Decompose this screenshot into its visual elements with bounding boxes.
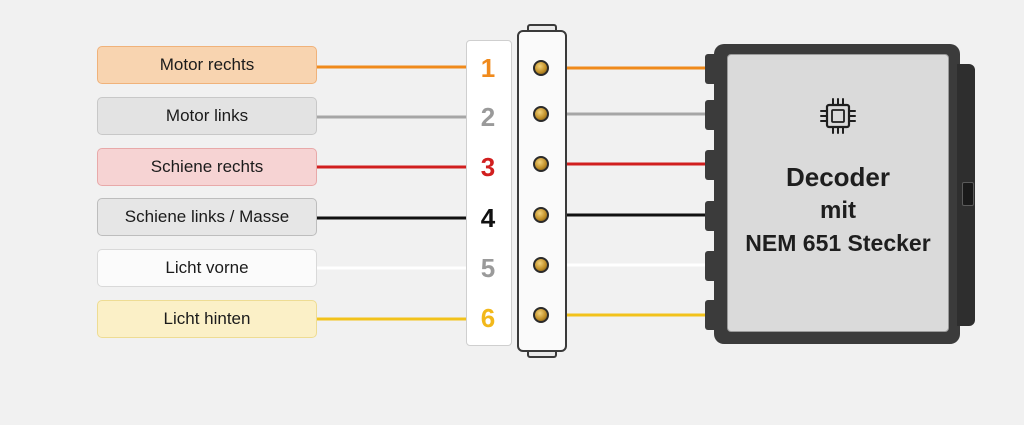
pin-label-text-3: Schiene rechts xyxy=(150,157,264,176)
decoder-side-notch xyxy=(962,182,974,206)
decoder-contact-4 xyxy=(705,201,717,231)
decoder-contact-5 xyxy=(705,251,717,281)
pin-label-3: Schiene rechts xyxy=(97,148,317,186)
connector-pin-4 xyxy=(533,207,549,223)
connector-pin-6 xyxy=(533,307,549,323)
decoder-title-line3: NEM 651 Stecker xyxy=(745,230,931,256)
decoder-contact-6 xyxy=(705,300,717,330)
pin-label-text-4: Schiene links / Masse xyxy=(124,207,290,226)
pin-number-4: 4 xyxy=(480,202,496,233)
decoder-contact-1 xyxy=(705,54,717,84)
pin-label-4: Schiene links / Masse xyxy=(97,198,317,236)
pin-label-text-6: Licht hinten xyxy=(163,309,251,328)
decoder-title-line1: Decoder xyxy=(785,162,891,192)
pin-label-text-5: Licht vorne xyxy=(165,258,249,277)
chip-icon xyxy=(820,98,856,134)
nem651-connector xyxy=(517,30,567,352)
pin-number-6: 6 xyxy=(480,302,496,333)
pin-number-1: 1 xyxy=(480,52,496,83)
pin-label-5: Licht vorne xyxy=(97,249,317,287)
pin-number-2: 2 xyxy=(480,101,496,132)
pin-label-text-1: Motor rechts xyxy=(159,55,255,74)
pin-label-1: Motor rechts xyxy=(97,46,317,84)
connector-pin-2 xyxy=(533,106,549,122)
pin-label-2: Motor links xyxy=(97,97,317,135)
connector-pin-5 xyxy=(533,257,549,273)
decoder-title-line2: mit xyxy=(820,197,856,224)
connector-pin-1 xyxy=(533,60,549,76)
decoder-contact-2 xyxy=(705,100,717,130)
decoder-contact-3 xyxy=(705,150,717,180)
pin-number-5: 5 xyxy=(480,252,496,283)
pin-number-3: 3 xyxy=(480,151,496,182)
connector-pin-3 xyxy=(533,156,549,172)
pin-label-text-2: Motor links xyxy=(165,106,249,125)
pin-label-6: Licht hinten xyxy=(97,300,317,338)
pin-number-column xyxy=(466,40,512,346)
